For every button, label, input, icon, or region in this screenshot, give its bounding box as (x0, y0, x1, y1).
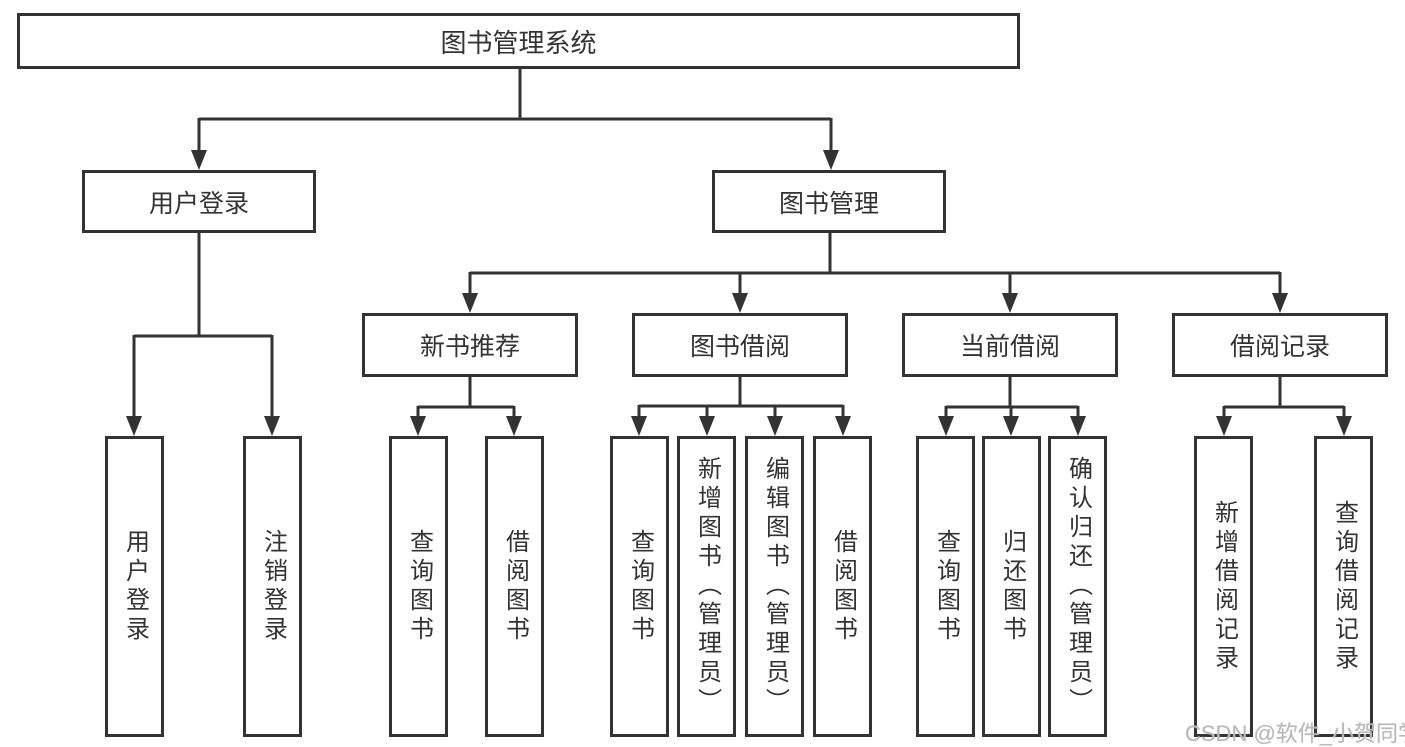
leaf-add-book-admin: 新增图书（管理员） (677, 436, 736, 737)
node-user-login: 用户登录 (82, 170, 316, 233)
connector-user-login-subtree (132, 233, 274, 418)
leaf-add-book-admin-label: 新增图书（管理员） (693, 456, 721, 717)
connector-book-management-to-level3 (468, 233, 1282, 295)
leaf-borrow-books-label: 借阅图书 (829, 528, 857, 645)
leaf-query-books-borrow-label: 查询图书 (626, 528, 654, 645)
csdn-watermark: CSDN @软件_小贺同学 (1185, 721, 1405, 746)
node-new-book-recommend-label: 新书推荐 (419, 333, 520, 361)
connector-current-borrow-subtree (944, 377, 1080, 418)
connector-borrow-records-subtree (1222, 377, 1346, 418)
leaf-query-books-current: 查询图书 (916, 436, 975, 737)
leaf-confirm-return-admin-label: 确认归还（管理员） (1064, 456, 1092, 717)
leaf-query-books-recommend: 查询图书 (389, 436, 448, 737)
leaf-query-books-current-label: 查询图书 (932, 528, 960, 645)
leaf-logout: 注销登录 (243, 436, 302, 737)
leaf-borrow-books: 借阅图书 (813, 436, 872, 737)
leaf-return-book-label: 归还图书 (998, 528, 1026, 645)
node-borrow-records-label: 借阅记录 (1229, 333, 1330, 361)
node-root: 图书管理系统 (17, 13, 1020, 69)
node-borrow-records: 借阅记录 (1172, 313, 1388, 377)
node-current-borrow: 当前借阅 (902, 313, 1118, 377)
leaf-logout-label: 注销登录 (259, 528, 287, 645)
node-book-borrow: 图书借阅 (632, 313, 848, 377)
leaf-user-login-label: 用户登录 (121, 528, 149, 645)
node-book-management: 图书管理 (712, 170, 946, 233)
leaf-borrow-books-recommend-label: 借阅图书 (501, 528, 529, 645)
leaf-return-book: 归还图书 (982, 436, 1041, 737)
leaf-edit-book-admin-label: 编辑图书（管理员） (761, 456, 789, 717)
leaf-confirm-return-admin: 确认归还（管理员） (1048, 436, 1107, 737)
leaf-edit-book-admin: 编辑图书（管理员） (745, 436, 804, 737)
leaf-query-borrow-record-label: 查询借阅记录 (1330, 499, 1358, 674)
node-current-borrow-label: 当前借阅 (959, 333, 1060, 361)
leaf-add-borrow-record: 新增借阅记录 (1194, 436, 1253, 737)
node-new-book-recommend: 新书推荐 (362, 313, 578, 377)
leaf-query-books-recommend-label: 查询图书 (405, 528, 433, 645)
leaf-user-login: 用户登录 (105, 436, 164, 737)
connector-root-to-level2 (197, 69, 833, 152)
leaf-query-borrow-record: 查询借阅记录 (1314, 436, 1373, 737)
node-root-label: 图书管理系统 (440, 27, 597, 58)
leaf-borrow-books-recommend: 借阅图书 (485, 436, 544, 737)
leaf-query-books-borrow: 查询图书 (610, 436, 669, 737)
node-book-borrow-label: 图书借阅 (689, 333, 790, 361)
leaf-add-borrow-record-label: 新增借阅记录 (1210, 499, 1238, 674)
connector-book-borrow-subtree (637, 377, 845, 418)
node-user-login-label: 用户登录 (148, 189, 249, 218)
node-book-management-label: 图书管理 (778, 189, 879, 218)
connector-new-book-subtree (416, 377, 516, 418)
